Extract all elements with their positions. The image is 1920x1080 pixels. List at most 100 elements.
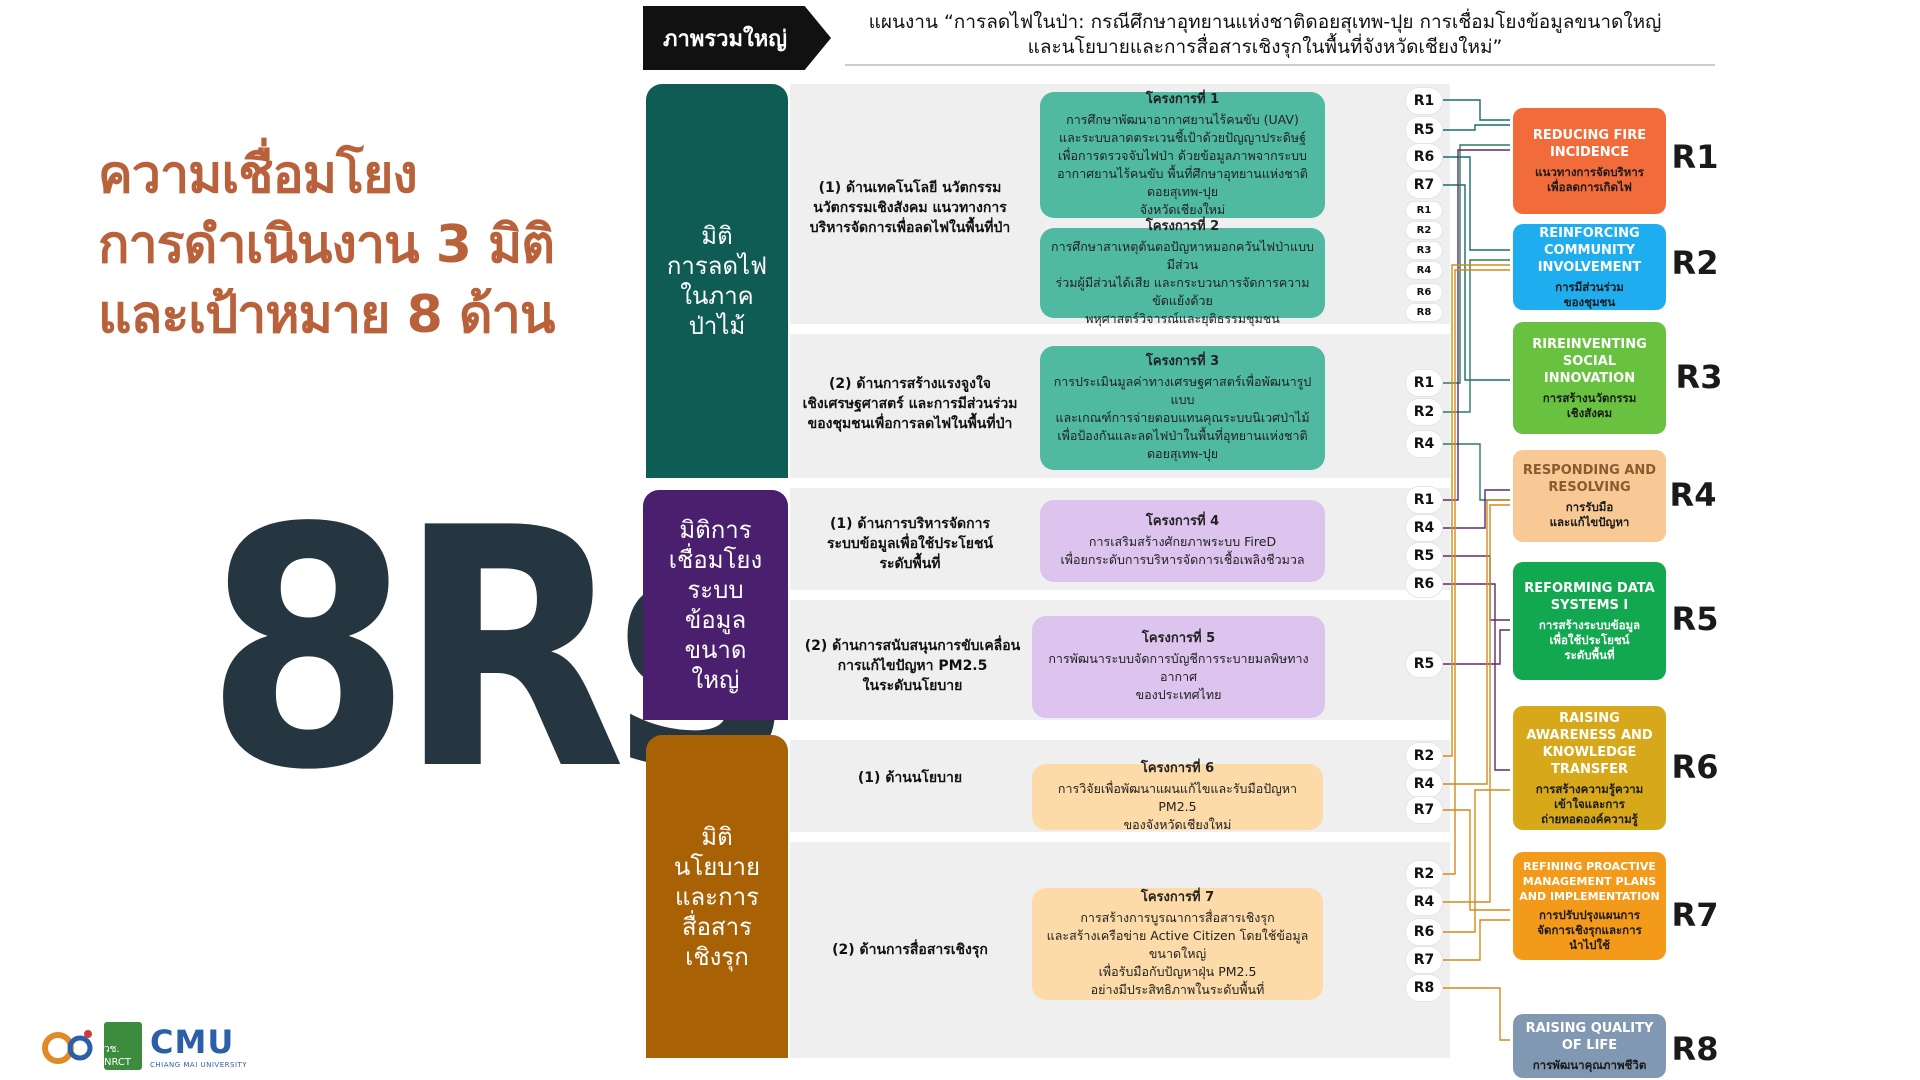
header-divider: [845, 64, 1715, 66]
project-4: โครงการที่ 4 การเสริมสร้างศักยภาพระบบ Fi…: [1040, 500, 1325, 582]
project-1-tag-r1: R1: [1406, 88, 1442, 114]
goal-r3-en: Rireinventing Social Innovation: [1532, 336, 1647, 386]
goal-r6: Raising Awareness and Knowledge Transfer…: [1513, 706, 1666, 830]
project-7-tag-r8: R8: [1406, 975, 1442, 1001]
title-line-2: การดำเนินงาน 3 มิติ: [98, 215, 555, 275]
goal-r2: Reinforcing Community Involvement การมีส…: [1513, 224, 1666, 310]
goal-r4: Responding and Resolving การรับมือ และแก…: [1513, 450, 1666, 542]
org-logo-icon: [42, 1030, 93, 1064]
dimension-data: มิติการ เชื่อมโยง ระบบ ข้อมูล ขนาด ใหญ่: [643, 490, 788, 720]
project-2-tag-r6: R6: [1406, 284, 1442, 301]
goal-r1: Reducing Fire Incidence แนวทางการจัดบริห…: [1513, 108, 1666, 214]
project-2-tag-r2: R2: [1406, 222, 1442, 239]
header-title: แผนงาน “การลดไฟในป่า: กรณีศึกษาอุทยานแห่…: [845, 10, 1685, 60]
goal-r7-code: R7: [1671, 896, 1719, 934]
project-4-tag-r6: R6: [1406, 571, 1442, 597]
dimension-forest: มิติ การลดไฟ ในภาค ป่าไม้: [646, 84, 788, 478]
project-1-tag-r5: R5: [1406, 117, 1442, 143]
project-2-tag-r4: R4: [1406, 262, 1442, 279]
goal-r7-en: Refining Proactive Management Plans and …: [1519, 860, 1660, 903]
project-3: โครงการที่ 3 การประเมินมูลค่าทางเศรษฐศาส…: [1040, 346, 1325, 470]
project-2-tag-r1: R1: [1406, 202, 1442, 219]
project-3-tag-r2: R2: [1406, 399, 1442, 425]
goal-r2-en: Reinforcing Community Involvement: [1537, 225, 1642, 275]
project-4-tag-r4: R4: [1406, 515, 1442, 541]
project-6-tag-r2: R2: [1406, 743, 1442, 769]
project-7-tag-r7: R7: [1406, 947, 1442, 973]
project-7-desc: การสร้างการบูรณาการสื่อสารเชิงรุก และสร้…: [1046, 910, 1309, 997]
section-title: ความเชื่อมโยง การดำเนินงาน 3 มิติ และเป้…: [98, 140, 618, 350]
cmu-logo-text: CMU: [150, 1023, 235, 1061]
project-7-tag-r2: R2: [1406, 861, 1442, 887]
project-2-title: โครงการที่ 2: [1145, 219, 1220, 234]
project-5: โครงการที่ 5 การพัฒนาระบบจัดการบัญชีการร…: [1032, 616, 1325, 718]
project-3-tag-r1: R1: [1406, 370, 1442, 396]
org-logo: [40, 1024, 96, 1068]
dimension-policy: มิติ นโยบาย และการ สื่อสาร เชิงรุก: [646, 735, 788, 1058]
goal-r6-th: การสร้างความรู้ความ เข้าใจและการ ถ่ายทอด…: [1535, 781, 1644, 826]
project-3-desc: การประเมินมูลค่าทางเศรษฐศาสตร์เพื่อพัฒนา…: [1053, 374, 1312, 461]
header-tag: ภาพรวมใหญ่: [643, 6, 831, 70]
project-4-tag-r1: R1: [1406, 487, 1442, 513]
project-2-tag-r8: R8: [1406, 304, 1442, 321]
goal-r5-th: การสร้างระบบข้อมูล เพื่อใช้ประโยชน์ ระดั…: [1538, 617, 1641, 662]
project-1-desc: การศึกษาพัฒนาอากาศยานไร้คนขับ (UAV) และร…: [1057, 112, 1308, 217]
project-1-title: โครงการที่ 1: [1145, 92, 1220, 107]
goal-r8: Raising Quality of Life การพัฒนาคุณภาพชี…: [1513, 1014, 1666, 1078]
project-6-desc: การวิจัยเพื่อพัฒนาแผนแก้ไขและรับมือปัญหา…: [1057, 781, 1298, 832]
header-line-1: แผนงาน “การลดไฟในป่า: กรณีศึกษาอุทยานแห่…: [868, 11, 1662, 33]
goal-r4-code: R4: [1669, 476, 1717, 514]
project-6-title: โครงการที่ 6: [1140, 761, 1215, 776]
project-2-desc: การศึกษาสาเหตุต้นตอปัญหาหมอกควันไฟป่าแบบ…: [1051, 239, 1314, 326]
area-label-1: (1) ด้านเทคโนโลยี นวัตกรรม นวัตกรรมเชิงส…: [809, 180, 1011, 236]
project-1: โครงการที่ 1 การศึกษาพัฒนาอากาศยานไร้คนข…: [1040, 92, 1325, 218]
goal-r8-code: R8: [1671, 1030, 1719, 1068]
goal-r7: Refining Proactive Management Plans and …: [1513, 852, 1666, 960]
project-7-title: โครงการที่ 7: [1140, 890, 1215, 905]
goal-r5-code: R5: [1671, 600, 1719, 638]
goal-r4-en: Responding and Resolving: [1522, 463, 1657, 495]
goal-r4-th: การรับมือ และแก้ไขปัญหา: [1549, 500, 1630, 529]
goal-r3: Rireinventing Social Innovation การสร้าง…: [1513, 322, 1666, 434]
project-4-tag-r5: R5: [1406, 543, 1442, 569]
project-7: โครงการที่ 7 การสร้างการบูรณาการสื่อสารเ…: [1032, 888, 1323, 1000]
project-5-desc: การพัฒนาระบบจัดการบัญชีการระบายมลพิษทางอ…: [1048, 651, 1309, 702]
header-line-2: และนโยบายและการสื่อสารเชิงรุกในพื้นที่จั…: [1027, 36, 1503, 58]
project-3-title: โครงการที่ 3: [1145, 354, 1220, 369]
title-line-1: ความเชื่อมโยง: [98, 145, 418, 205]
project-1-tag-r6: R6: [1406, 144, 1442, 170]
project-3-tag-r4: R4: [1406, 431, 1442, 457]
area-label-5: (1) ด้านนโยบาย: [857, 770, 963, 786]
cmu-logo-sub: CHIANG MAI UNIVERSITY: [150, 1061, 248, 1069]
area-label-6: (2) ด้านการสื่อสารเชิงรุก: [832, 942, 988, 958]
project-1-tag-r7: R7: [1406, 172, 1442, 198]
goal-r6-en: Raising Awareness and Knowledge Transfer: [1526, 710, 1653, 777]
goal-r2-th: การมีส่วนร่วม ของชุมชน: [1555, 279, 1624, 309]
logo-strip: วช. NRCT CMU CHIANG MAI UNIVERSITY: [40, 1020, 250, 1072]
goal-r1-en: Reducing Fire Incidence: [1532, 128, 1647, 160]
goal-r8-en: Raising Quality of Life: [1525, 1020, 1654, 1053]
project-6-tag-r7: R7: [1406, 797, 1442, 823]
area-label-3: (1) ด้านการบริหารจัดการ ระบบข้อมูลเพื่อใ…: [826, 516, 994, 572]
goal-r7-th: การปรับปรุงแผนการ จัดการเชิงรุกและการ นำ…: [1537, 908, 1642, 952]
area-label-2: (2) ด้านการสร้างแรงจูงใจ เชิงเศรษฐศาสตร์…: [802, 376, 1018, 432]
project-5-tag-r5: R5: [1406, 651, 1442, 677]
goal-r1-code: R1: [1671, 138, 1719, 176]
project-5-title: โครงการที่ 5: [1141, 631, 1216, 646]
goal-r2-code: R2: [1671, 244, 1719, 282]
area-label-4: (2) ด้านการสนับสนุนการขับเคลื่อน การแก้ไ…: [804, 638, 1021, 694]
project-4-title: โครงการที่ 4: [1145, 514, 1220, 529]
project-4-desc: การเสริมสร้างศักยภาพระบบ FireD เพื่อยกระ…: [1060, 534, 1305, 567]
nrct-logo: วช. NRCT: [104, 1022, 142, 1070]
goal-r5: Reforming Data Systems I การสร้างระบบข้อ…: [1513, 562, 1666, 680]
cmu-logo: CMU CHIANG MAI UNIVERSITY: [150, 1023, 247, 1069]
goal-r6-code: R6: [1671, 748, 1719, 786]
goal-r3-th: การสร้างนวัตกรรม เชิงสังคม: [1542, 390, 1637, 420]
goal-r1-th: แนวทางการจัดบริหาร เพื่อลดการเกิดไฟ: [1535, 165, 1644, 194]
project-6-tag-r4: R4: [1406, 771, 1442, 797]
project-7-tag-r4: R4: [1406, 889, 1442, 915]
goal-r8-th: การพัฒนาคุณภาพชีวิต: [1532, 1057, 1647, 1072]
project-7-tag-r6: R6: [1406, 919, 1442, 945]
title-line-3: และเป้าหมาย 8 ด้าน: [98, 285, 555, 345]
